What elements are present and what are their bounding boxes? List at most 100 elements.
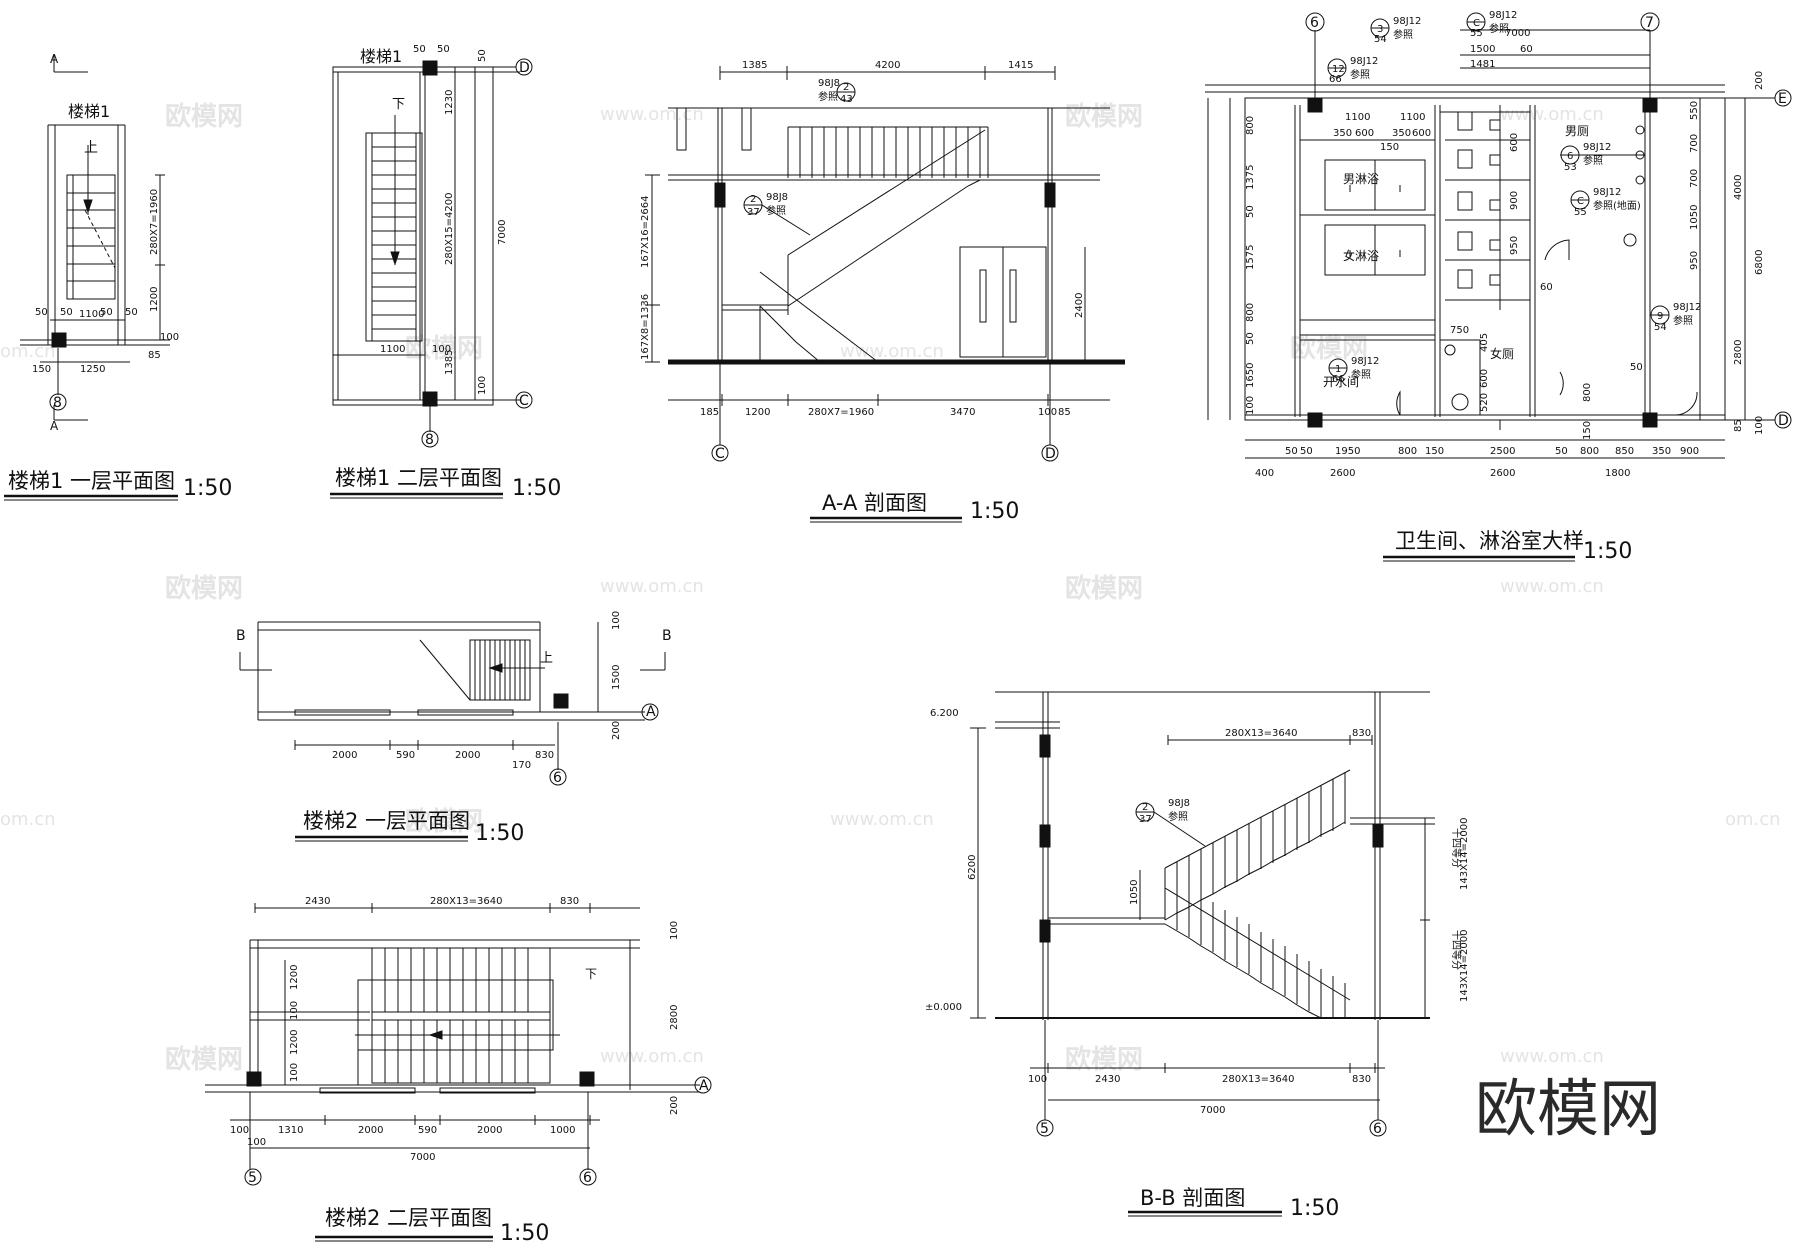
ref-note: 参照 [1168,810,1188,823]
ref-note: 参照 [818,90,838,103]
ref-num: 2 [750,194,756,205]
dim-label: 600 [1412,128,1431,139]
dim-label: 800 [1245,116,1256,135]
toilet-detail-labels: 6 7 E D 男淋浴 女淋浴 开水间 女厕 男厕 7000 1500 1481… [1245,10,1789,564]
note-label: 十四等分 [1450,828,1463,868]
ref-top: 98J12 [1489,10,1517,21]
ref-num: C [1473,18,1480,29]
drawing-title: 楼梯1 一层平面图 [8,469,175,493]
dim-label: 830 [560,896,579,907]
dim-label: 600 [1479,369,1490,388]
dim-label: 830 [535,750,554,761]
dim-label: 900 [1509,191,1520,210]
stair-label: 楼梯1 [68,102,110,121]
section-mark: A [50,52,59,66]
elevation-label: ±0.000 [925,1002,962,1013]
dim-label: 700 [1689,134,1700,153]
watermark-url-partial: om.cn [0,341,56,362]
dim-label: 1500 [1470,44,1495,55]
watermark-url: www.om.cn [1500,576,1604,597]
dim-label: 2800 [1733,340,1744,365]
ref-sheet: 55 [1574,207,1587,218]
ref-num: 2 [1142,802,1148,813]
section-mark: B [236,628,246,644]
up-label: 上 [540,651,553,666]
stair2-floor1-labels: B B 上 2000 590 2000 170 830 1500 100 200… [236,611,672,846]
dim-label: 280X13=3640 [430,896,503,907]
ref-num: 3 [1377,24,1383,35]
dim-label: 1100 [380,344,405,355]
watermark-url: www.om.cn [1500,1046,1604,1067]
dim-label: 590 [418,1125,437,1136]
axis-letter: D [1778,413,1789,429]
dim-label: 50 [437,44,450,55]
axis-letter: A [699,1078,709,1094]
drawing-scale: 1:50 [500,1221,549,1246]
drawing-scale: 1:50 [512,476,561,501]
dim-label: 600 [1509,133,1520,152]
ref-num: 1 [1335,364,1341,375]
dim-label: 280X15=4200 [444,193,455,266]
ref-sheet: 43 [840,94,853,105]
dim-label: 150 [1425,446,1444,457]
dim-label: 850 [1615,446,1634,457]
ref-top: 98J12 [1350,56,1378,67]
drawing-title: 楼梯1 二层平面图 [335,466,502,490]
ref-note: 参照(地面) [1593,199,1641,212]
dim-label: 100 [1754,416,1765,435]
dim-label: 1200 [149,287,160,312]
dim-label: 400 [1255,468,1274,479]
dim-label: 150 [32,364,51,375]
dim-label: 143X14=2000 [1459,930,1470,1003]
ref-note: 参照 [766,204,786,217]
dim-label: 6200 [967,855,978,880]
watermark-brand: 欧模网 [405,806,483,837]
drawing-stair2-floor2 [205,903,712,1186]
dim-label: 185 [700,407,719,418]
watermark-url-partial: om.cn [0,809,56,830]
dim-label: 50 [1555,446,1568,457]
drawing-title: 楼梯2 二层平面图 [325,1206,492,1230]
dim-label: 150 [1582,421,1593,440]
dim-label: 1250 [80,364,105,375]
dim-label: 2600 [1330,468,1355,479]
dim-label: 520 [1479,393,1490,412]
axis-number: 6 [553,770,562,786]
elevation-label: 6.200 [930,708,959,719]
ref-top: 98J8 [766,192,788,203]
dim-label: 1100 [79,309,104,320]
dim-label: 1100 [1400,112,1425,123]
dim-label: 590 [396,750,415,761]
dim-label: 60 [1540,282,1553,293]
dim-label: 280X7=1960 [808,407,874,418]
dim-label: 1310 [278,1125,303,1136]
dim-label: 100 [230,1125,249,1136]
section-bb-labels: 6.200 ±0.000 6200 1050 280X13=3640 830 1… [925,708,1470,1221]
watermark-brand: 欧模网 [1065,1044,1143,1075]
drawing-toilet-detail [1205,12,1792,459]
drawing-scale: 1:50 [183,476,232,501]
dim-label: 830 [1352,728,1371,739]
stair1-floor1-labels: A A 楼梯1 上 280X7=1960 1200 1100 50 50 50 … [4,52,232,501]
watermark-brand: 欧模网 [1065,573,1143,604]
dim-label: 1575 [1245,245,1256,270]
ref-top: 98J12 [1351,356,1379,367]
watermark-brand: 欧模网 [165,101,243,132]
section-mark: B [662,628,672,644]
dim-label: 1375 [1245,165,1256,190]
dim-label: 1100 [1345,112,1370,123]
dim-label: 7000 [410,1152,435,1163]
axis-number: 5 [1040,1121,1049,1137]
drawing-title: 卫生间、淋浴室大样 [1395,529,1584,553]
section-aa-labels: 1385 4200 1415 185 1200 280X7=1960 3470 … [640,60,1085,524]
watermark-url: www.om.cn [600,104,704,125]
dim-label: 3470 [950,407,975,418]
dim-label: 100 [289,1001,300,1020]
dim-label: 50 [477,49,488,62]
dim-label: 85 [1733,419,1744,432]
dim-label: 550 [1689,101,1700,120]
axis-letter: D [519,60,530,76]
dim-label: 1200 [289,965,300,990]
dim-label: 100 [669,921,680,940]
dim-label: 350 [1652,446,1671,457]
